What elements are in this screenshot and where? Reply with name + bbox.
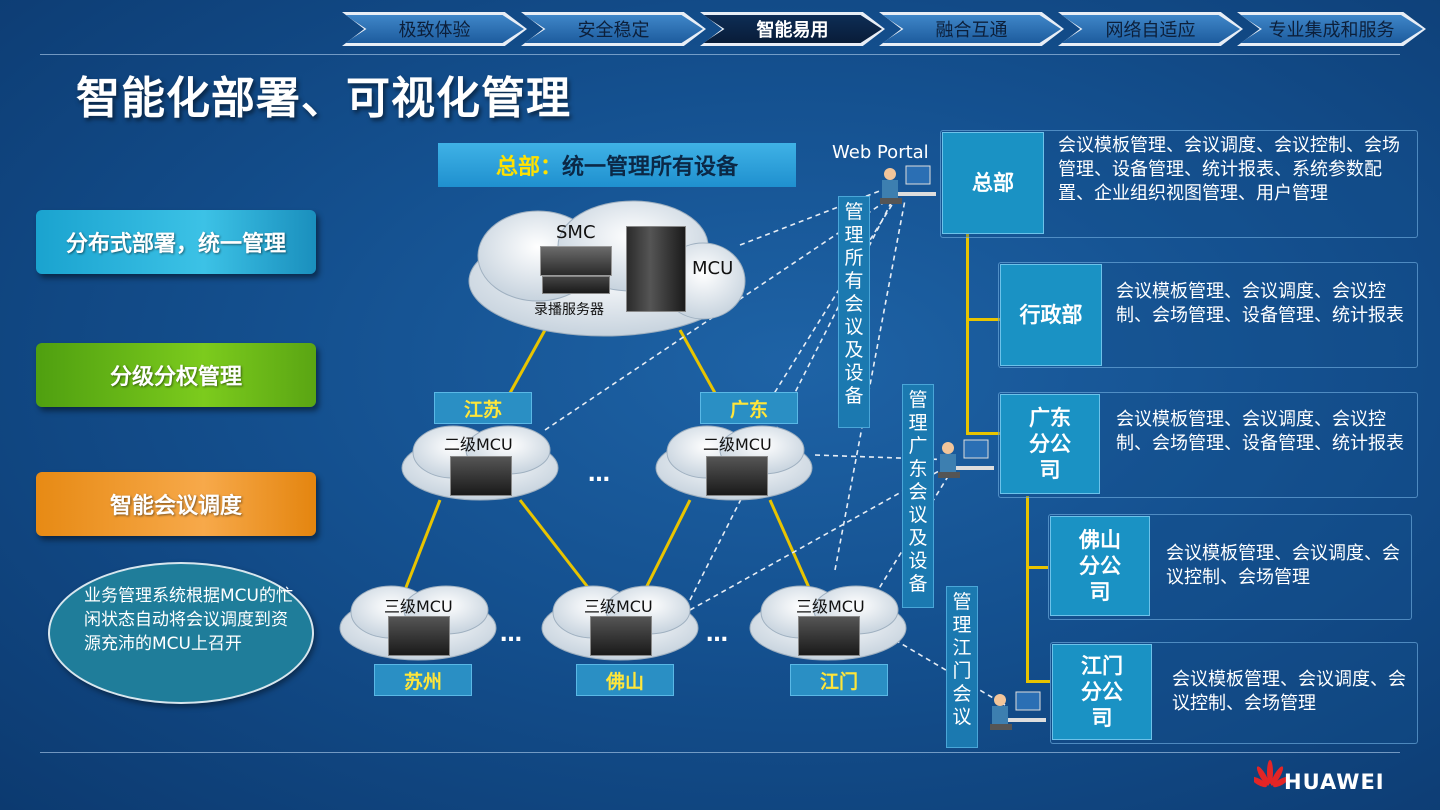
recorder-label: 录播服务器 [534, 302, 604, 318]
crumb-item-2[interactable]: 智能易用 [700, 12, 885, 46]
mcu-l3-device-icon [388, 616, 450, 656]
note-bubble [48, 562, 314, 704]
ellipsis-level3-b: … [706, 622, 730, 647]
note-text: 业务管理系统根据MCU的忙闲状态自动将会议调度到资源充沛的MCU上召开 [84, 586, 293, 654]
ellipsis-level3-a: … [500, 622, 524, 647]
link-jiangsu-suzhou [403, 499, 442, 591]
side-button-scheduling[interactable]: 智能会议调度 [36, 472, 316, 536]
org-name-hq[interactable]: 总部 [942, 132, 1044, 234]
vlabel-all: 管理所有会议及设备 [838, 196, 870, 428]
operator-jiangmen-icon [990, 691, 1046, 730]
org-name-jiangmen[interactable]: 江门分公司 [1052, 644, 1152, 740]
mcu-rack-icon [626, 226, 686, 312]
mcu-l3-label-jiangmen: 三级MCU [796, 597, 865, 616]
org-desc-foshan: 会议模板管理、会议调度、会议控制、会场管理 [1166, 543, 1400, 588]
operator-guangdong-icon [938, 439, 994, 478]
crumb-item-0[interactable]: 极致体验 [342, 12, 527, 46]
hq-banner-sep: ： [539, 155, 562, 180]
tree-trunk-2 [1026, 496, 1029, 682]
web-portal-label: Web Portal [832, 142, 929, 163]
mcu-l2-label-guangdong: 二级MCU [703, 435, 772, 454]
org-desc-admin: 会议模板管理、会议调度、会议控制、会场管理、设备管理、统计报表 [1116, 281, 1404, 326]
mcu-l2-device-icon [450, 456, 512, 496]
hq-banner-prefix: 总部 [495, 155, 540, 180]
mcu-l3-label-suzhou: 三级MCU [384, 597, 453, 616]
top-breadcrumb: 极致体验 安全稳定 智能易用 融合互通 网络自适应 专业集成和服务 [342, 12, 1426, 46]
vlabel-guangdong: 管理广东会议及设备 [902, 384, 934, 608]
tree-trunk-1 [966, 234, 969, 434]
smc-server-icon [540, 246, 612, 276]
crumb-label: 融合互通 [882, 15, 1061, 43]
tree-branch-admin [966, 318, 1000, 321]
mcu-l2-label-jiangsu: 二级MCU [444, 435, 513, 454]
dash-hq-cloud [739, 184, 896, 246]
hq-banner-text: 统一管理所有设备 [562, 155, 739, 180]
recorder-server-icon [542, 276, 610, 294]
org-name-foshan[interactable]: 佛山分公司 [1050, 516, 1150, 616]
bottom-divider [40, 752, 1400, 753]
region-guangdong: 广东 [700, 392, 798, 424]
crumb-item-5[interactable]: 专业集成和服务 [1237, 12, 1426, 46]
top-divider [40, 54, 1400, 55]
org-desc-guangdong: 会议模板管理、会议调度、会议控制、会场管理、设备管理、统计报表 [1116, 409, 1404, 454]
crumb-item-3[interactable]: 融合互通 [879, 12, 1064, 46]
crumb-label: 网络自适应 [1061, 15, 1240, 43]
huawei-logo-text: HUAWEI [1284, 770, 1385, 794]
mcu-l2-device-icon [706, 456, 768, 496]
crumb-label: 智能易用 [703, 15, 882, 43]
mcu-l3-device-icon [798, 616, 860, 656]
link-guangdong-foshan [643, 499, 692, 591]
link-guangdong-jiangmen [768, 499, 812, 591]
region-jiangsu: 江苏 [434, 392, 532, 424]
region-suzhou: 苏州 [374, 664, 472, 696]
side-button-hierarchical[interactable]: 分级分权管理 [36, 343, 316, 407]
mcu-l3-label-foshan: 三级MCU [584, 597, 653, 616]
side-button-distributed[interactable]: 分布式部署，统一管理 [36, 210, 316, 274]
smc-label: SMC [556, 222, 596, 243]
ellipsis-level2: … [588, 462, 612, 487]
crumb-label: 专业集成和服务 [1240, 15, 1423, 43]
vlabel-jiangmen: 管理江门会议 [946, 586, 978, 748]
crumb-label: 极致体验 [345, 15, 524, 43]
org-name-admin[interactable]: 行政部 [1000, 264, 1102, 366]
org-desc-hq: 会议模板管理、会议调度、会议控制、会场管理、设备管理、统计报表、系统参数配置、企… [1058, 135, 1400, 204]
operator-hq-icon [880, 165, 936, 204]
link-jiangsu-foshan [518, 499, 592, 591]
org-name-guangdong[interactable]: 广东分公司 [1000, 394, 1100, 494]
huawei-logo-icon [1254, 760, 1286, 788]
region-jiangmen: 江门 [790, 664, 888, 696]
mcu-label: MCU [692, 258, 734, 279]
org-desc-jiangmen: 会议模板管理、会议调度、会议控制、会场管理 [1172, 669, 1406, 714]
page-title: 智能化部署、可视化管理 [76, 73, 571, 124]
tree-branch-foshan [1026, 566, 1048, 569]
dash-hq-guangdong [769, 199, 896, 401]
region-foshan: 佛山 [576, 664, 674, 696]
crumb-item-4[interactable]: 网络自适应 [1058, 12, 1243, 46]
crumb-label: 安全稳定 [524, 15, 703, 43]
tree-branch-jiangmen [1026, 680, 1050, 683]
tree-branch-guangdong [966, 432, 1000, 435]
crumb-item-1[interactable]: 安全稳定 [521, 12, 706, 46]
mcu-l3-device-icon [590, 616, 652, 656]
hq-banner: 总部 ： 统一管理所有设备 [438, 143, 796, 187]
